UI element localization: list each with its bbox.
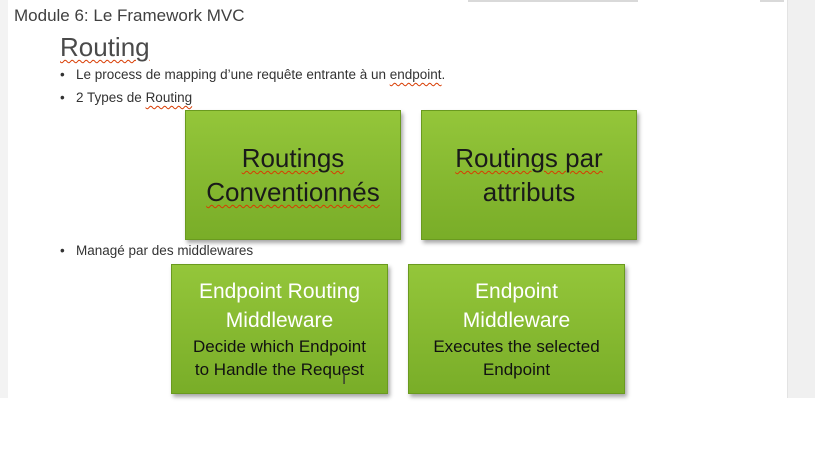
routing-type-box-attributes: Routings par attributs (421, 110, 637, 240)
box-line: Conventionnés (206, 177, 380, 207)
routing-type-box-conventional: Routings Conventionnés (185, 110, 401, 240)
box-line: attributs (482, 177, 576, 207)
bullet-dot: • (60, 67, 65, 82)
vertical-scrollbar[interactable] (787, 0, 815, 398)
bullet-dot: • (60, 90, 65, 105)
box-heading: Endpoint (475, 280, 558, 303)
slide-title-text: Routing (60, 32, 150, 62)
box-description: Executes the selected (433, 337, 600, 356)
box-heading: Middleware (462, 309, 571, 332)
slide-canvas: Module 6: Le Framework MVC Routing •Le p… (8, 0, 787, 398)
spellcheck-word: Routing (145, 90, 193, 105)
box-description: Decide which Endpoint (193, 337, 366, 356)
endpoint-routing-middleware-box: Endpoint Routing Middleware Decide which… (171, 264, 388, 394)
toolbar-edge (468, 0, 638, 2)
text-cursor-icon: I (342, 372, 347, 388)
bullet-item: •Le process de mapping d’une requête ent… (60, 67, 446, 82)
box-line: Routings par (455, 143, 603, 173)
spellcheck-word: endpoint (389, 67, 442, 82)
slide-title: Routing (60, 32, 150, 63)
toolbar-edge (760, 0, 784, 2)
slide-viewer: Module 6: Le Framework MVC Routing •Le p… (0, 0, 815, 398)
box-description: Endpoint (482, 360, 551, 379)
bullet-item: •2 Types de Routing (60, 90, 193, 105)
endpoint-middleware-box: Endpoint Middleware Executes the selecte… (408, 264, 625, 394)
box-heading: Endpoint Routing (198, 280, 361, 303)
bullet-dot: • (60, 243, 65, 258)
box-description: to Handle the Request (194, 360, 365, 379)
box-line: Routings (241, 143, 345, 173)
module-title: Module 6: Le Framework MVC (14, 6, 245, 25)
box-heading: Middleware (225, 309, 334, 332)
bullet-item: •Managé par des middlewares (60, 243, 254, 258)
